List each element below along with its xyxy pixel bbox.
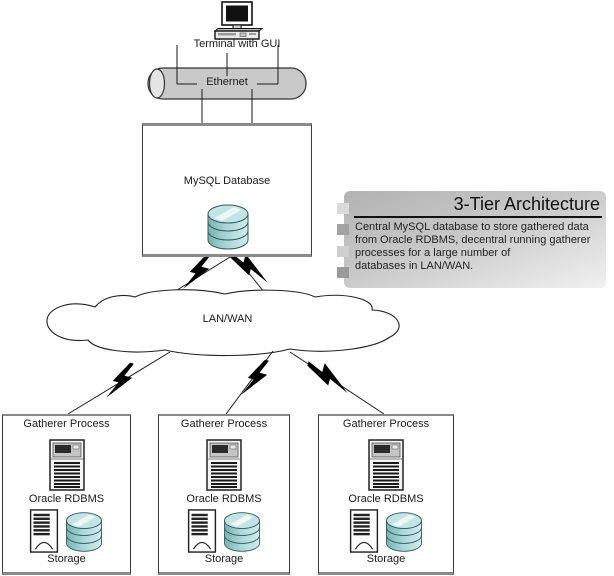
oracle-rdbms-label: Oracle RDBMS [186,493,262,505]
infobox-text-line: processes for a large number of [355,247,511,259]
mysql-database-label: MySQL Database [183,175,271,187]
infobox-edge-notch [337,224,349,235]
lightning-bolt-icon [241,359,269,395]
infobox-edge-notch [337,203,349,214]
lightning-bolt-icon [106,362,134,398]
storage-icons-row [349,509,424,553]
infobox-edge-notch [337,246,349,257]
gatherer-process-label: Gatherer Process [342,418,430,430]
storage-tower-icon [349,509,378,553]
database-cylinder-icon [66,512,102,552]
infobox-text-line: Central MySQL database to store gathered… [355,221,589,233]
storage-tower-icon [187,509,216,553]
gatherer-process-box-2: Gatherer Process Oracle RDBMS [158,414,290,575]
desktop-computer-icon [213,1,264,40]
database-cylinder-icon [385,512,422,552]
lan-wan-label: LAN/WAN [202,313,253,325]
server-tower-icon [206,439,242,491]
oracle-rdbms-label: Oracle RDBMS [348,493,424,505]
lan-wan-cloud [46,289,400,357]
storage-label: Storage [47,553,86,565]
info-callout-box: 3-Tier Architecture Central MySQL databa… [337,191,606,288]
lightning-bolt-icon [307,361,348,394]
infobox-title: 3-Tier Architecture [354,194,602,218]
database-cylinder-icon [223,512,260,552]
ethernet-label: Ethernet [197,76,257,89]
infobox-edge-notch [337,267,349,278]
storage-icons-row [187,509,262,553]
terminal-label: Terminal with GUI [193,38,281,50]
lightning-bolt-icon [229,252,268,283]
server-tower-icon [368,439,404,491]
server-tower-icon [48,439,85,491]
storage-label: Storage [204,553,244,565]
gatherer-process-box-1: Gatherer Process Oracle RDBMS [2,414,131,575]
infobox-text-line: from Oracle RDBMS, decentral running gat… [355,234,591,246]
lightning-bolts [106,252,348,398]
storage-label: Storage [366,553,406,565]
gatherer-process-label: Gatherer Process [23,418,110,430]
oracle-rdbms-label: Oracle RDBMS [28,493,105,505]
storage-tower-icon [29,509,59,553]
infobox-body: Central MySQL database to store gathered… [344,221,606,273]
mysql-database-box: MySQL Database [142,123,312,257]
storage-icons-row [29,509,104,553]
database-cylinder-icon [207,204,249,250]
lightning-bolt-icon [183,253,211,289]
gatherer-process-box-3: Gatherer Process Oracle RDBMS [318,414,454,575]
infobox-text-line: databases in LAN/WAN. [355,260,474,272]
gatherer-process-label: Gatherer Process [180,418,268,430]
